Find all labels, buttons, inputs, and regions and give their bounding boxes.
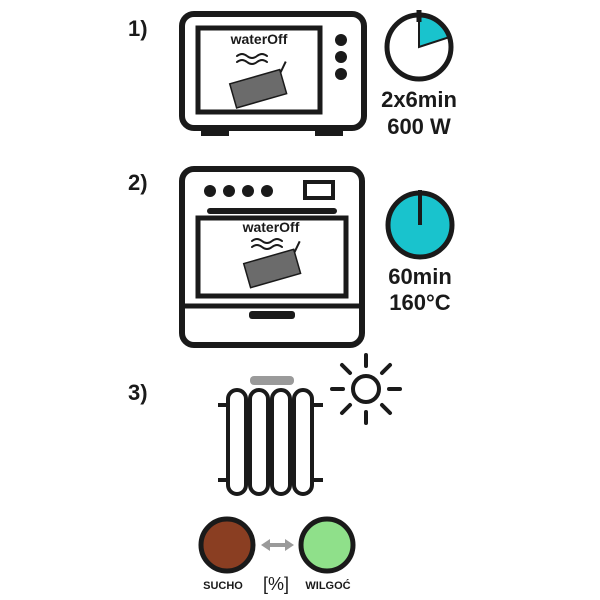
- step-2-brand-label: waterOff: [242, 219, 300, 235]
- step-2-number: 2): [128, 170, 148, 195]
- double-arrow-icon: [261, 539, 294, 551]
- dry-indicator-dot: [198, 516, 256, 574]
- step-1-brand-label: waterOff: [230, 31, 288, 47]
- microwave-icon: [179, 11, 367, 136]
- radiator-icon: [218, 376, 323, 496]
- step-1-time: 2x6min: [381, 87, 457, 112]
- step-1-power: 600 W: [387, 114, 451, 139]
- waterOff-pouch-icon: [250, 376, 294, 385]
- oven-icon: [179, 166, 365, 348]
- waterOff-pouch-icon: [228, 61, 288, 109]
- timer-icon-step-1: [384, 10, 454, 82]
- moisture-indicator: [198, 516, 356, 574]
- timer-icon-step-2: [385, 190, 455, 260]
- dry-label: SUCHO: [203, 580, 243, 592]
- step-3-number: 3): [128, 380, 148, 405]
- percent-label: [%]: [263, 574, 289, 594]
- sun-icon: [330, 353, 402, 425]
- step-2-time: 60min: [388, 264, 452, 289]
- steam-waves-icon: [251, 238, 283, 250]
- steam-waves-icon: [236, 53, 268, 65]
- wet-label: WILGOĆ: [305, 579, 350, 592]
- wet-indicator-dot: [298, 516, 356, 574]
- waterOff-pouch-icon: [242, 240, 302, 289]
- step-2-temperature: 160°C: [389, 290, 451, 315]
- step-1-number: 1): [128, 16, 148, 41]
